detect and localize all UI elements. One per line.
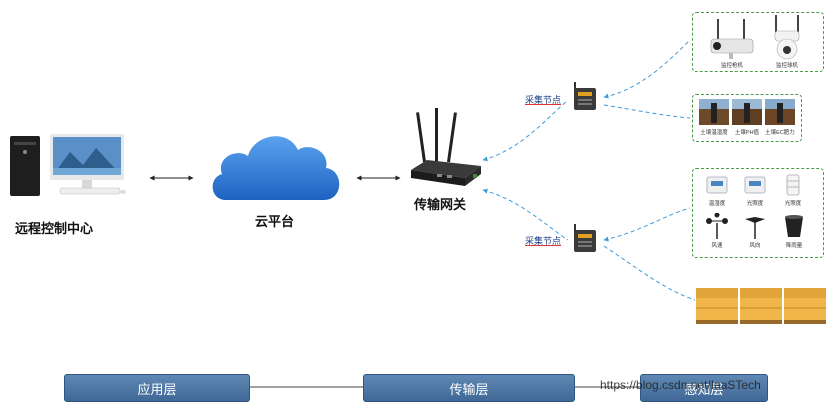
- bullet-camera-icon: [710, 19, 754, 59]
- weather-label-3: 光照度: [784, 201, 802, 207]
- temp-humidity-sensor-icon: [706, 176, 728, 194]
- collect-node-2-label: 采集节点: [525, 236, 562, 246]
- link-gateway-node2: [482, 188, 569, 241]
- link-node2-weather: [603, 207, 691, 242]
- soil-sensor-group: 土壤温湿度 土壤PH值 土壤EC肥力: [692, 94, 802, 142]
- layer-transport: 传输层: [363, 374, 575, 402]
- light-sensor-icon: [786, 174, 800, 196]
- weather-label-2: 光照度: [746, 201, 764, 207]
- camera-label-2: 监控球机: [775, 63, 798, 69]
- soil-moisture-sensor-icon: [699, 99, 729, 125]
- soil-label-1: 土壤温湿度: [700, 130, 728, 136]
- rain-gauge-icon: [785, 215, 803, 237]
- wind-direction-sensor-icon: [745, 217, 765, 239]
- link-node1-cameras: [603, 39, 691, 99]
- gateway-label: 传输网关: [414, 197, 467, 212]
- camera-group: 监控枪机 监控球机: [692, 12, 824, 72]
- beehive-3-icon: [784, 288, 826, 324]
- weather-label-4: 风速: [711, 243, 723, 249]
- camera-label-1: 监控枪机: [720, 63, 743, 69]
- link-gateway-node1: [482, 99, 569, 162]
- link-node1-soil: [603, 104, 691, 119]
- wind-speed-sensor-icon: [706, 213, 728, 239]
- beehive-1-icon: [696, 288, 738, 324]
- layer-application: 应用层: [64, 374, 250, 402]
- collect-node-1-icon: [574, 82, 596, 110]
- weather-label-6: 降雨量: [785, 243, 803, 249]
- weather-label-5: 风向: [749, 243, 761, 249]
- cloud-icon: [212, 136, 340, 200]
- cloud-label: 云平台: [255, 214, 295, 229]
- collect-node-2-icon: [574, 224, 596, 252]
- layer-perception: 感知层: [640, 374, 768, 402]
- link-node2-hives: [603, 245, 696, 301]
- beehive-2-icon: [740, 288, 782, 324]
- soil-label-3: 土壤EC肥力: [765, 130, 795, 136]
- soil-ec-sensor-icon: [765, 99, 795, 125]
- soil-label-2: 土壤PH值: [734, 130, 760, 136]
- collect-node-1-label: 采集节点: [525, 95, 562, 105]
- beehive-icons: [696, 288, 826, 324]
- computer-icon: [10, 134, 126, 196]
- illuminance-sensor-icon: [744, 176, 766, 194]
- dome-camera-icon: [774, 15, 800, 60]
- weather-sensor-group: 温湿度 光照度 光照度 风速 风向 降雨量: [692, 168, 824, 258]
- watermark-text: https://blog.csdn.net/IaaSTech: [600, 378, 761, 392]
- weather-label-1: 温湿度: [708, 201, 726, 207]
- soil-ph-sensor-icon: [732, 99, 762, 125]
- control-center-label: 远程控制中心: [15, 221, 94, 236]
- gateway-router-icon: [411, 108, 481, 186]
